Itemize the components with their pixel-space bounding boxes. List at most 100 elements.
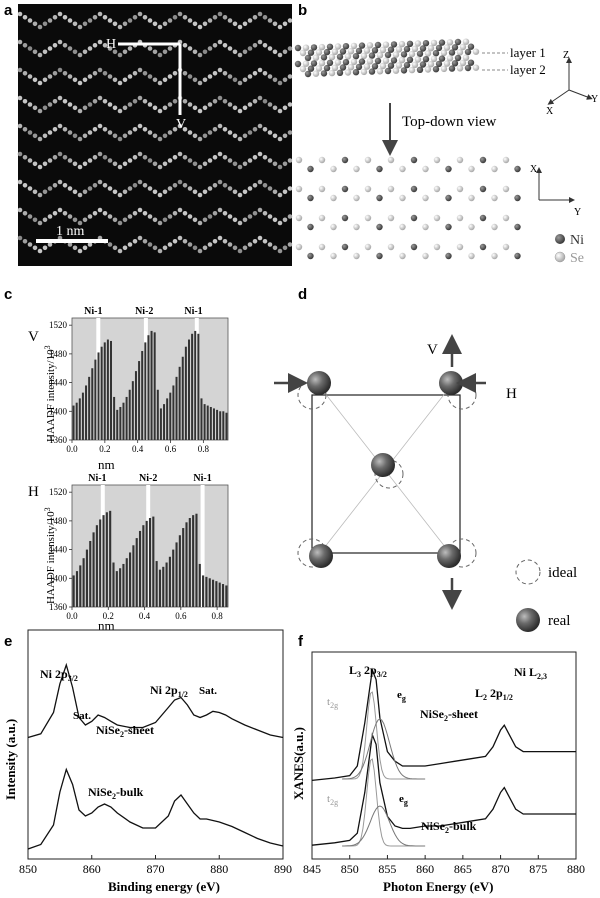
- stem-atom: [122, 189, 128, 195]
- slab-ni-atom: [448, 49, 456, 56]
- stem-atom: [232, 217, 238, 223]
- slab-se-atom: [414, 40, 422, 47]
- stem-atom: [27, 186, 33, 191]
- slab-se-atom: [456, 49, 464, 56]
- stem-atom: [207, 74, 213, 79]
- stem-atom: [62, 127, 68, 132]
- stem-atom: [277, 248, 283, 254]
- chain-se-atom: [456, 185, 464, 193]
- stem-atom: [112, 245, 118, 251]
- stem-atom: [67, 242, 73, 247]
- chain-ni-atom: [410, 214, 418, 222]
- chain-se-atom: [433, 214, 441, 222]
- intensity-bar: [106, 339, 109, 440]
- stem-atom: [22, 239, 28, 244]
- stem-atom: [282, 217, 288, 223]
- stem-atom: [287, 242, 293, 247]
- stem-atom: [37, 248, 43, 254]
- stem-atom: [272, 105, 278, 111]
- stem-atom: [227, 46, 233, 51]
- intensity-bar: [85, 385, 88, 440]
- stem-atom: [282, 49, 288, 55]
- xps-ylabel: Intensity (a.u.): [3, 719, 18, 800]
- slab-se-atom: [411, 45, 419, 52]
- x-tick-label: 890: [274, 862, 292, 876]
- y-tick-label: 1480: [49, 349, 68, 359]
- chain-se-atom: [353, 252, 360, 260]
- stem-atom: [97, 95, 103, 101]
- stem-atom: [77, 52, 83, 58]
- stem-atom: [97, 39, 103, 45]
- stem-atom: [162, 161, 168, 167]
- stem-atom: [262, 71, 268, 76]
- chain-ni-atom: [307, 252, 314, 260]
- stem-atom: [257, 39, 263, 45]
- slab-ni-atom: [438, 39, 446, 46]
- stem-atom: [27, 214, 33, 219]
- stem-atom: [132, 127, 138, 132]
- stem-atom: [37, 80, 43, 86]
- slab-se-atom: [366, 58, 374, 65]
- stem-atom: [127, 130, 133, 135]
- slab-se-atom: [315, 65, 323, 72]
- intensity-bar: [94, 359, 97, 440]
- stem-atom: [192, 49, 198, 55]
- stem-atom: [147, 186, 153, 191]
- stem-atom: [147, 74, 153, 79]
- slab-ni-atom: [432, 50, 440, 57]
- stem-atom: [267, 18, 273, 23]
- slab-ni-atom: [304, 54, 312, 62]
- peak-marker-gap: [146, 485, 151, 607]
- stem-atom: [112, 217, 118, 223]
- intensity-bar: [122, 402, 125, 440]
- series-line: [311, 667, 576, 782]
- slab-ni-atom: [416, 50, 424, 57]
- intensity-bar: [135, 538, 138, 607]
- slab-se-atom: [411, 61, 419, 68]
- stem-atom: [167, 102, 173, 107]
- stem-atom: [222, 183, 228, 188]
- slab-ni-atom: [422, 40, 430, 47]
- slab-se-atom: [363, 63, 371, 70]
- panel-e-label: e: [4, 633, 12, 650]
- chain-se-atom: [330, 165, 337, 173]
- xanes-frame: [311, 651, 577, 860]
- layer2-label: layer 2: [510, 62, 546, 77]
- stem-atom: [62, 71, 68, 76]
- xanes-eg-label-top: eg: [397, 689, 406, 703]
- real-atom-br: [437, 544, 461, 568]
- slab-se-atom: [408, 66, 416, 74]
- stem-atom: [287, 158, 293, 163]
- stem-atom: [72, 189, 78, 195]
- stem-atom: [192, 217, 198, 223]
- intensity-bar: [125, 396, 128, 440]
- stem-atom: [182, 99, 188, 104]
- intensity-bar: [115, 571, 118, 607]
- stem-atom: [282, 77, 288, 83]
- stem-atom: [237, 24, 243, 30]
- stem-atom: [172, 99, 178, 104]
- stem-atom: [127, 18, 133, 23]
- intensity-bar: [178, 535, 181, 607]
- stem-atom: [87, 46, 93, 51]
- stem-atom: [182, 155, 188, 160]
- stem-atom: [137, 235, 143, 241]
- slab-se-atom: [379, 46, 387, 54]
- chain-se-atom: [318, 243, 326, 251]
- stem-atom: [267, 158, 273, 163]
- stem-atom: [227, 18, 233, 23]
- stem-atom: [252, 71, 258, 76]
- stem-atom: [27, 130, 33, 135]
- stem-atom: [162, 245, 168, 251]
- stem-atom: [102, 71, 108, 76]
- chain-ni-atom: [376, 165, 383, 173]
- stem-atom: [72, 105, 78, 111]
- intensity-bar: [165, 562, 168, 607]
- stem-atom: [72, 245, 78, 251]
- stem-atom: [17, 235, 23, 241]
- stem-atom: [152, 217, 158, 223]
- eg-component-top: [342, 718, 426, 780]
- chain-se-atom: [318, 185, 326, 193]
- stem-atom: [152, 189, 158, 195]
- intensity-bar: [172, 549, 175, 607]
